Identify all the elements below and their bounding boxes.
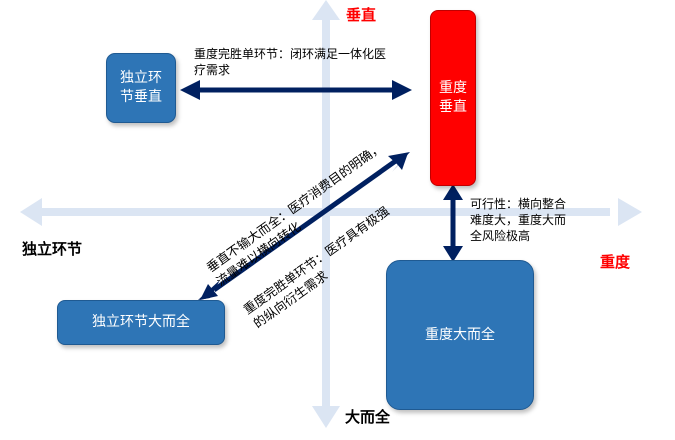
node-independent-full: 独立环节大而全: [57, 300, 225, 345]
link-right-arrow: [443, 184, 463, 262]
node-heavy-full: 重度大而全: [386, 260, 534, 410]
vertical-axis: [312, 0, 340, 428]
annotation-feasibility: 可行性：横向整合 难度大，重度大而 全风险极高: [470, 197, 567, 243]
link-diagonal-arrow: [198, 152, 410, 300]
node-independent-vertical: 独立环 节垂直: [106, 53, 176, 123]
link-top-arrow: [180, 80, 412, 100]
axis-label-independent: 独立环节: [22, 240, 83, 258]
axis-label-vertical: 垂直: [346, 6, 377, 24]
axis-label-full: 大而全: [345, 408, 391, 426]
axis-label-heavy: 重度: [600, 253, 631, 271]
node-heavy-vertical: 重度 垂直: [430, 10, 476, 186]
annotation-top-link: 重度完胜单环节：闭环满足一体化医 疗需求: [194, 47, 387, 77]
